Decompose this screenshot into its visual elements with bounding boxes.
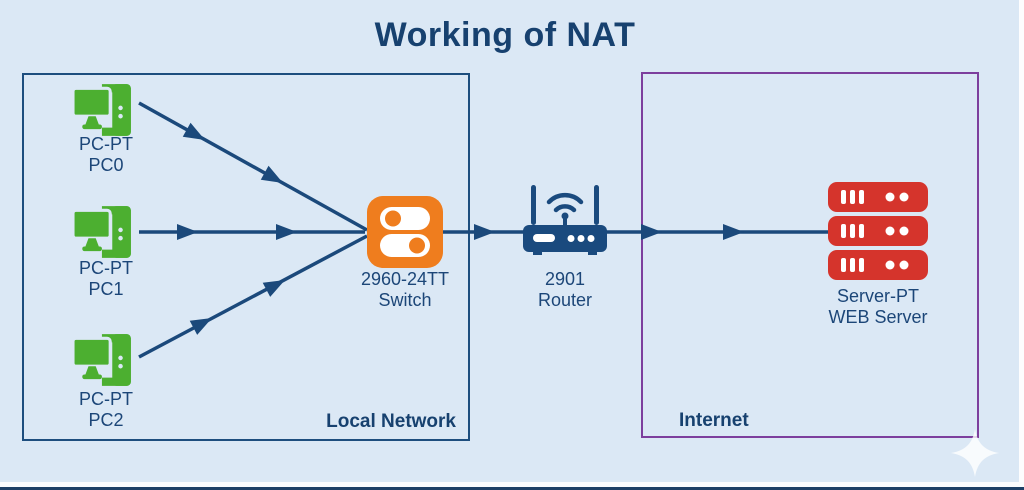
pc-icon (73, 206, 131, 258)
bottom-bar (0, 487, 1024, 490)
pc-icon (73, 334, 131, 386)
pc1-label: PC-PT PC1 (26, 258, 186, 300)
link-pc0-switch (138, 101, 368, 232)
server-icon (828, 182, 928, 280)
right-margin (1019, 0, 1024, 490)
server-label: Server-PT WEB Server (798, 286, 958, 328)
switch-label: 2960-24TT Switch (325, 269, 485, 311)
pc2-name: PC2 (88, 410, 124, 430)
internet-box: Internet (641, 72, 979, 438)
switch-model: 2960-24TT (360, 269, 450, 289)
router-model: 2901 (544, 269, 586, 289)
pc0-label: PC-PT PC0 (26, 134, 186, 176)
local-network-label: Local Network (326, 411, 456, 432)
pc1-type: PC-PT (79, 258, 133, 278)
pc-icon (73, 84, 131, 136)
bottom-margin (0, 482, 1024, 487)
pc0-name: PC0 (88, 155, 124, 175)
sparkle-icon (951, 429, 999, 477)
link-pc2-switch (138, 234, 368, 359)
router-name: Router (537, 290, 593, 310)
arrowheads (177, 122, 744, 335)
server-name: WEB Server (828, 307, 928, 327)
local-network-box: Local Network (22, 73, 470, 441)
switch-name: Switch (378, 290, 432, 310)
pc0-type: PC-PT (79, 134, 133, 154)
pc1-name: PC1 (88, 279, 124, 299)
page-title: Working of NAT (374, 16, 636, 54)
pc2-label: PC-PT PC2 (26, 389, 186, 431)
internet-label: Internet (679, 410, 749, 431)
pc2-type: PC-PT (79, 389, 133, 409)
server-type: Server-PT (836, 286, 919, 306)
router-icon (523, 185, 607, 255)
router-label: 2901 Router (485, 269, 645, 311)
switch-icon (367, 196, 443, 268)
